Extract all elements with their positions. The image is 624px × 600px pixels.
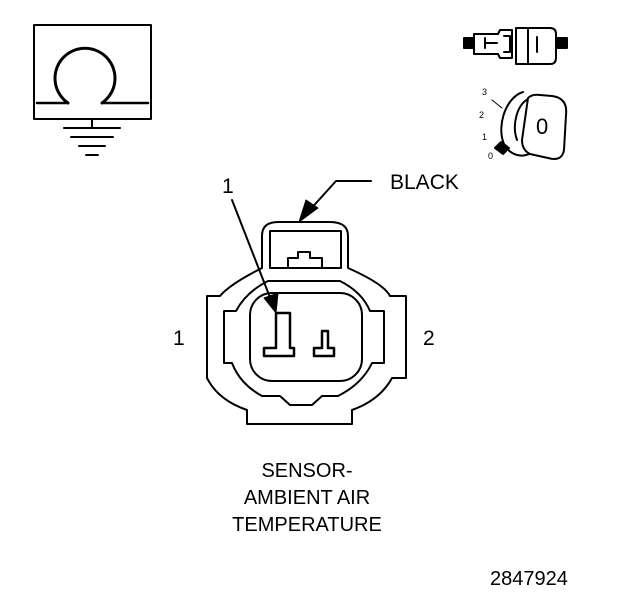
pin-1-callout-leader <box>231 199 279 314</box>
key-face-label: 0 <box>536 114 549 139</box>
pin-label-1: 1 <box>173 327 185 350</box>
component-title: SENSOR- AMBIENT AIR TEMPERATURE <box>0 458 614 539</box>
latch-tab <box>287 251 323 269</box>
key-position-3: 3 <box>482 87 488 97</box>
connector-face <box>206 221 407 425</box>
pin-2-terminal <box>312 329 336 358</box>
connector-latch <box>269 230 342 269</box>
wire-color-label: BLACK <box>390 171 459 194</box>
connector-housing-inner <box>223 280 385 406</box>
key-position-1: 1 <box>482 132 488 142</box>
black-callout-leader <box>298 180 372 223</box>
title-line-2: AMBIENT AIR <box>243 487 371 509</box>
ignition-key-off-icon <box>491 91 568 160</box>
pin-label-2: 2 <box>423 327 435 350</box>
connector-cavity-outline <box>249 292 363 382</box>
pin-1-terminal <box>262 311 296 358</box>
connector-probe-icon <box>463 27 568 65</box>
title-line-3: TEMPERATURE <box>232 514 382 536</box>
key-position-0: 0 <box>488 151 494 161</box>
callout-number-1: 1 <box>222 175 234 198</box>
ohmmeter-ground-symbol-icon <box>33 24 152 156</box>
title-line-1: SENSOR- <box>261 460 353 482</box>
figure-number: 2847924 <box>490 568 568 590</box>
connector-housing-outer <box>206 221 407 425</box>
key-position-2: 2 <box>479 110 485 120</box>
